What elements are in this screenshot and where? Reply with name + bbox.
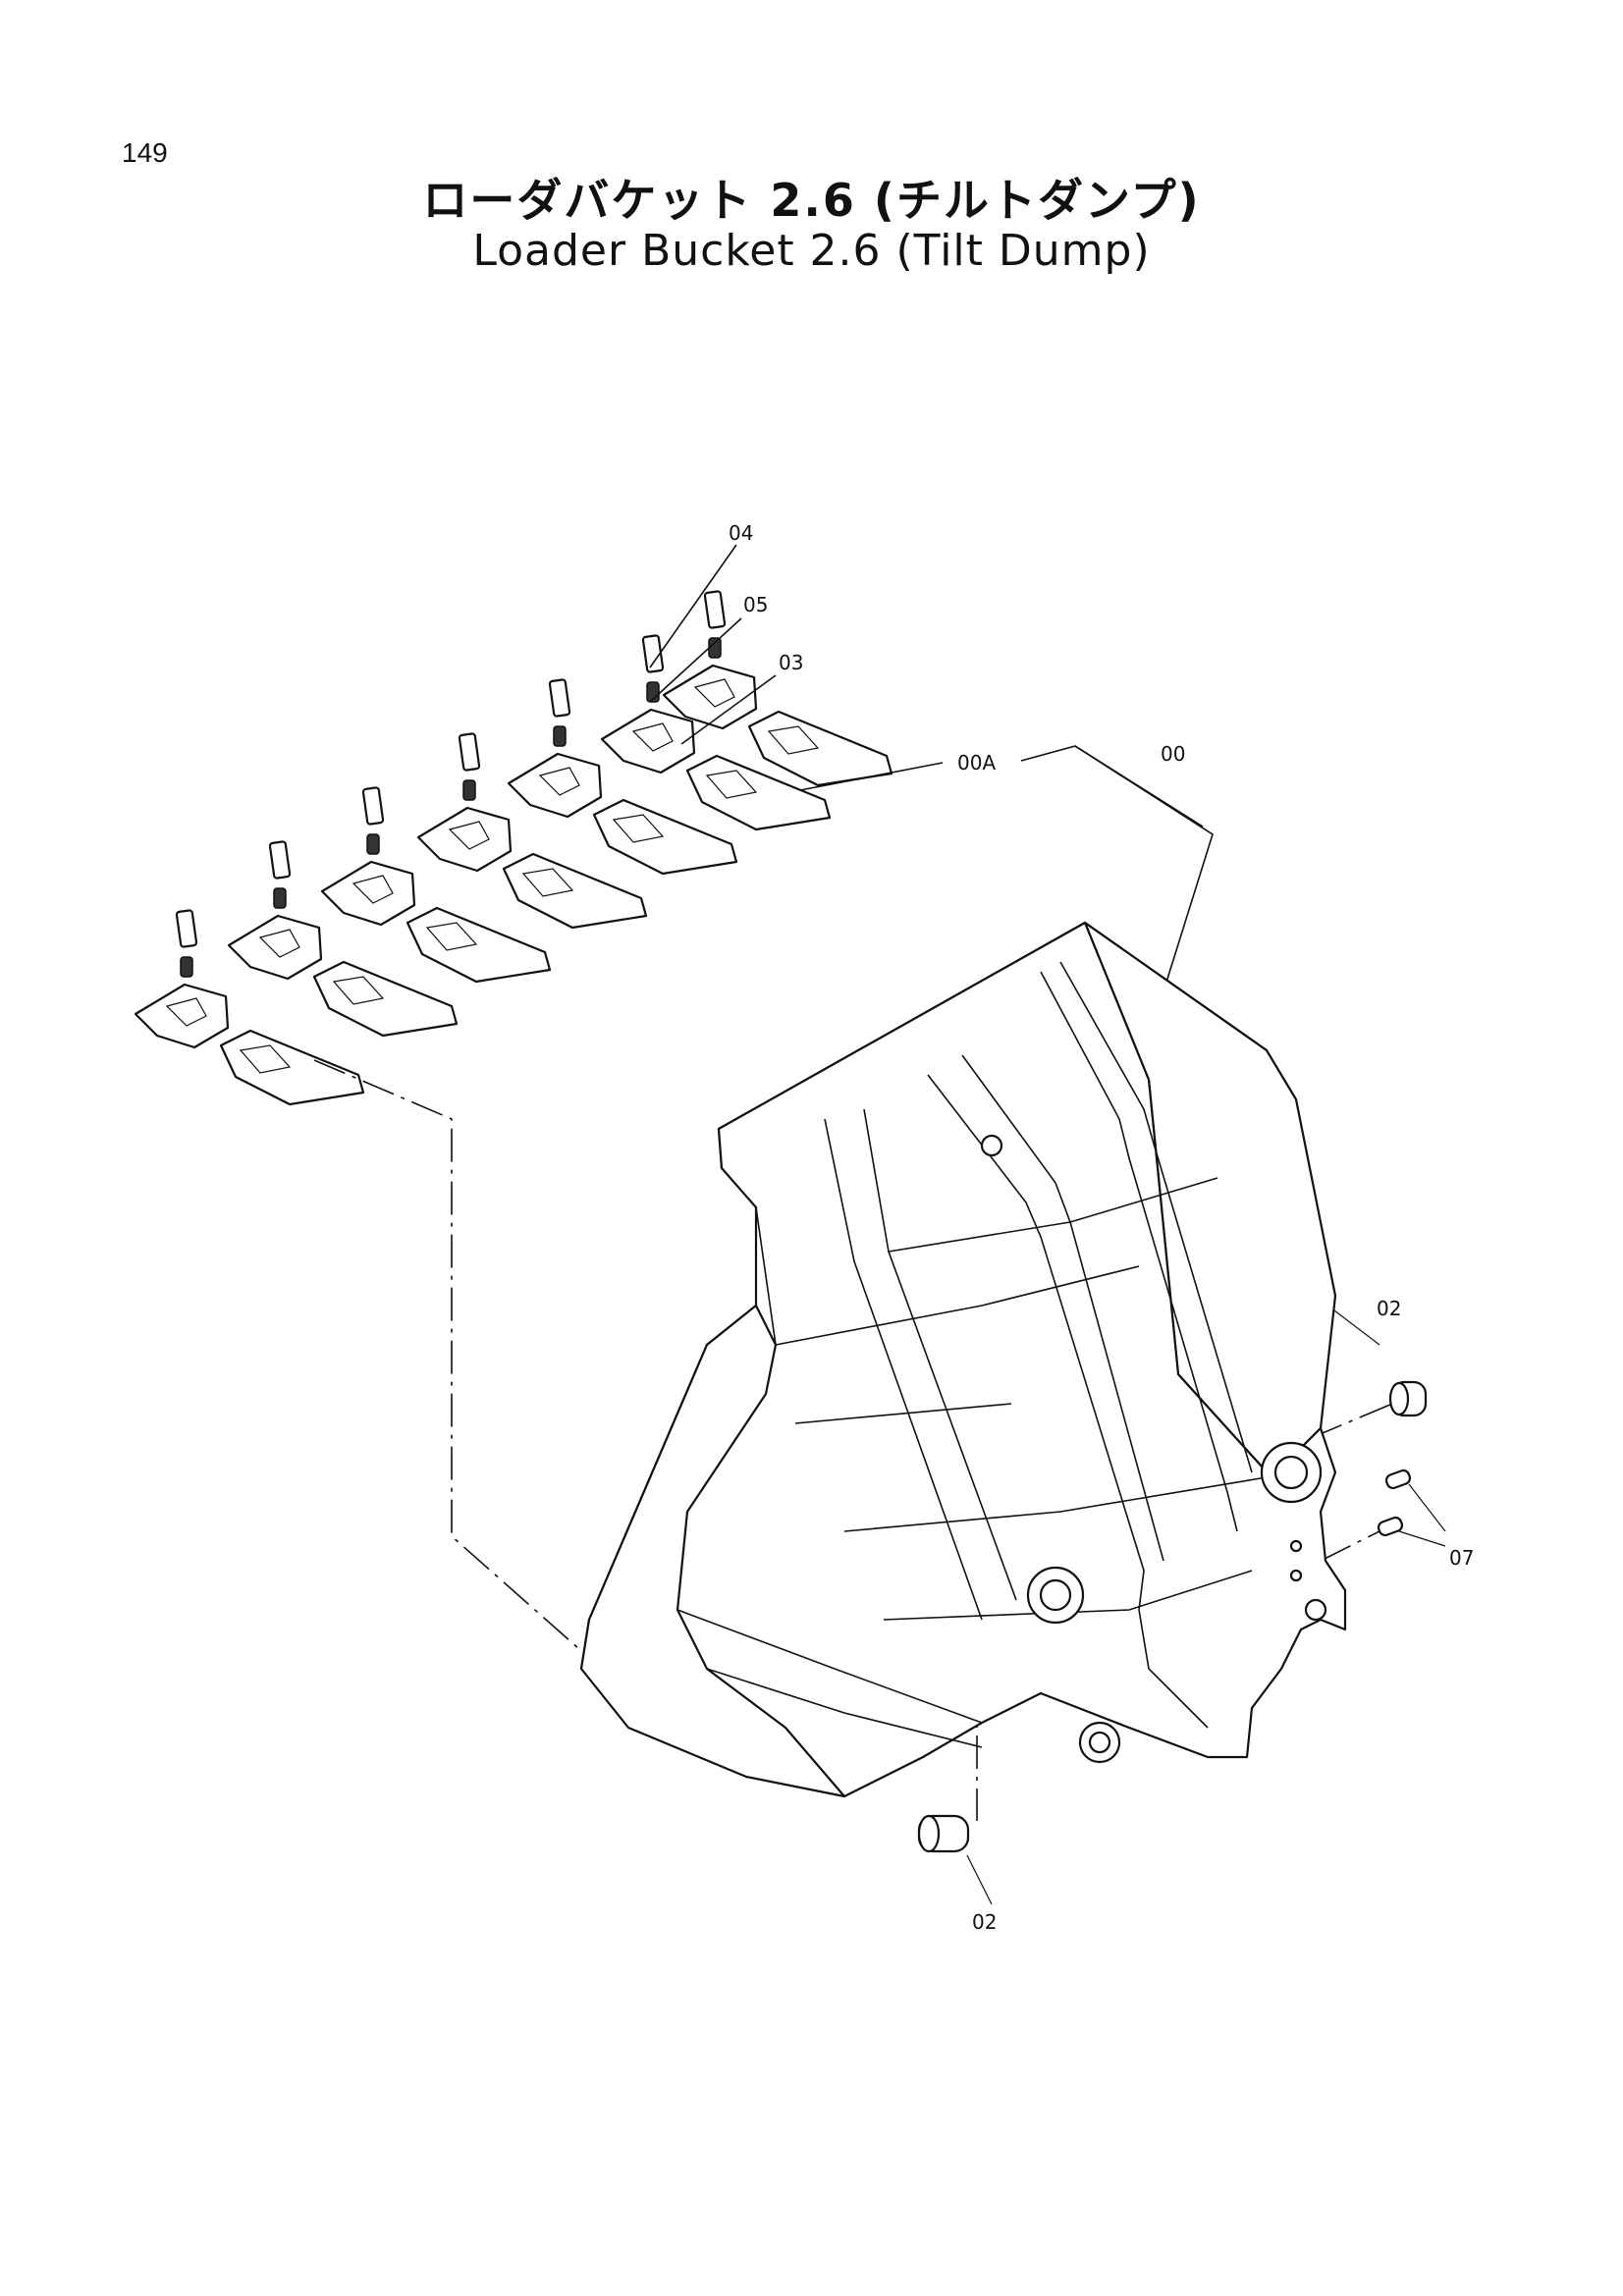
tooth-point-7 — [747, 710, 893, 787]
adapter-socket-3 — [352, 875, 394, 904]
tooth-slot-6 — [705, 770, 758, 799]
retaining-pin-2 — [268, 840, 292, 880]
bucket-teeth-group — [134, 590, 893, 1106]
adapter-socket-2 — [258, 929, 300, 958]
tooth-slot-4 — [521, 868, 574, 897]
page-number: 149 — [122, 137, 168, 168]
loader-bucket-body — [579, 921, 1347, 1798]
callout-labels: 04 05 03 00A 00 02 07 02 — [729, 521, 1474, 1934]
adapter-socket-7 — [693, 678, 735, 708]
adapter-socket-1 — [165, 997, 207, 1027]
label-00a: 00A — [957, 751, 996, 774]
retaining-pin-3 — [361, 786, 385, 826]
tooth-slot-1 — [239, 1044, 292, 1074]
label-04: 04 — [729, 521, 753, 545]
label-02-bottom: 02 — [972, 1910, 997, 1934]
label-05: 05 — [743, 593, 768, 616]
tooth-slot-7 — [767, 725, 820, 755]
tooth-point-4 — [502, 852, 648, 930]
lock-2 — [273, 887, 287, 909]
label-02-right: 02 — [1377, 1297, 1401, 1320]
pins-07 — [1377, 1468, 1412, 1537]
lock-4 — [462, 779, 476, 801]
tooth-slot-5 — [612, 814, 665, 843]
adapter-5 — [507, 752, 603, 819]
adapter-2 — [227, 914, 323, 981]
label-07: 07 — [1449, 1546, 1474, 1570]
tooth-point-1 — [219, 1029, 365, 1106]
adapter-socket-4 — [448, 821, 490, 850]
bushing-02-right — [1388, 1380, 1428, 1417]
tooth-slot-2 — [332, 976, 385, 1005]
adapter-3 — [320, 860, 416, 927]
tooth-point-2 — [312, 960, 459, 1038]
retaining-pin-7 — [703, 590, 727, 629]
tooth-point-5 — [592, 798, 738, 876]
lock-3 — [366, 833, 380, 855]
adapter-socket-6 — [631, 722, 674, 752]
adapter-7 — [662, 664, 758, 730]
lock-5 — [553, 725, 567, 747]
adapter-socket-5 — [538, 767, 580, 796]
label-03: 03 — [779, 651, 803, 674]
retaining-pin-1 — [175, 909, 198, 948]
adapter-1 — [134, 983, 230, 1049]
adapter-4 — [416, 806, 513, 873]
page-title-japanese: ローダバケット 2.6 (チルトダンプ) — [422, 174, 1201, 227]
lock-7 — [708, 637, 722, 659]
label-00: 00 — [1161, 742, 1185, 766]
tooth-point-6 — [685, 754, 832, 831]
adapter-6 — [600, 708, 696, 774]
bushing-02-bottom — [917, 1814, 970, 1853]
page-title-english: Loader Bucket 2.6 (Tilt Dump) — [472, 226, 1151, 276]
tooth-point-3 — [406, 906, 552, 984]
retaining-pin-5 — [548, 678, 571, 718]
lock-1 — [180, 956, 193, 978]
tooth-slot-3 — [425, 922, 478, 951]
retaining-pin-4 — [458, 732, 481, 772]
